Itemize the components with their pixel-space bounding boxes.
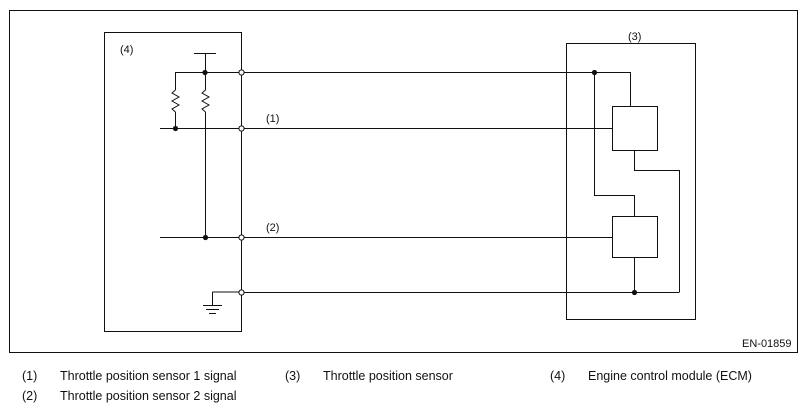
- junction-dot: [631, 289, 638, 296]
- junction-dot: [202, 69, 208, 76]
- sensor1-ground-path: [634, 151, 680, 293]
- sensor-box: [566, 43, 696, 320]
- sensor-callout: (3): [628, 31, 641, 43]
- legend-number: (1): [22, 369, 38, 383]
- junction-dot: [172, 125, 179, 132]
- legend-text: Throttle position sensor: [323, 369, 453, 383]
- connector-pin: [238, 125, 245, 132]
- legend-text: Engine control module (ECM): [588, 369, 752, 383]
- legend-text: Throttle position sensor 2 signal: [60, 389, 237, 403]
- legend-item-4: (4) Engine control module (ECM): [550, 369, 752, 384]
- ecm-box: [104, 32, 242, 332]
- connector-pin: [238, 69, 245, 76]
- legend-item-3: (3) Throttle position sensor: [285, 369, 453, 384]
- ecm-callout: (4): [120, 44, 133, 56]
- junction-dot: [591, 69, 598, 76]
- pullup-resistor-2: [200, 73, 211, 113]
- diagram-frame: [9, 10, 798, 353]
- legend-number: (2): [22, 389, 38, 403]
- pullup-resistor-1: [170, 89, 181, 113]
- legend-number: (4): [550, 369, 566, 383]
- legend-number: (3): [285, 369, 301, 383]
- legend-item-2: (2) Throttle position sensor 2 signal: [22, 389, 236, 404]
- signal1-callout: (1): [266, 113, 279, 125]
- legend-item-1: (1) Throttle position sensor 1 signal: [22, 369, 236, 384]
- junction-dot: [202, 234, 209, 241]
- sensor-element-2: [612, 216, 658, 258]
- legend-text: Throttle position sensor 1 signal: [60, 369, 237, 383]
- signal2-callout: (2): [266, 222, 279, 234]
- sensor-element-1: [612, 106, 658, 151]
- connector-pin: [238, 289, 245, 296]
- figure-code: EN-01859: [742, 338, 792, 350]
- connector-pin: [238, 234, 245, 241]
